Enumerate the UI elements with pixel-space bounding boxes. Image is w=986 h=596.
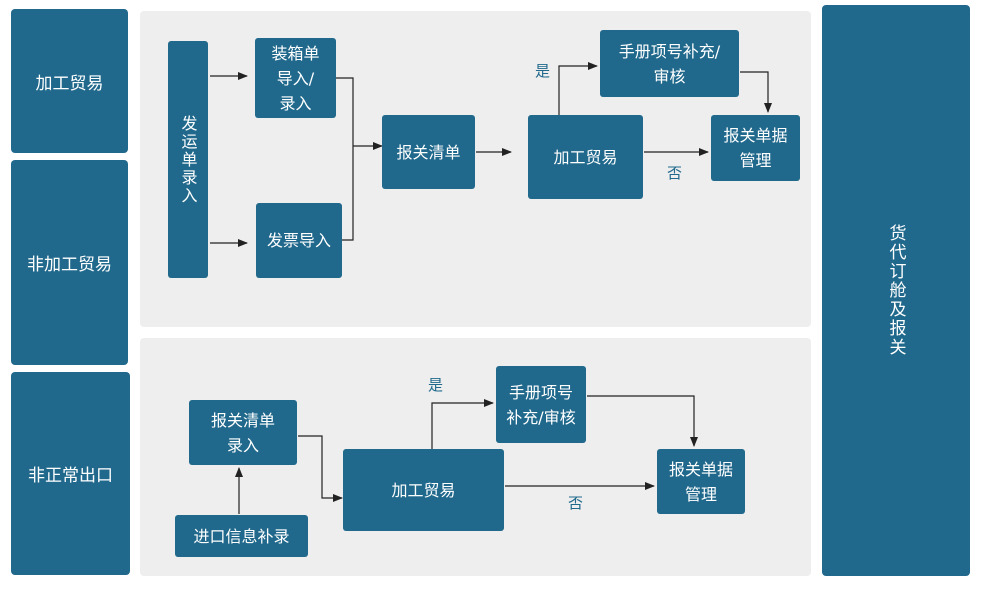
- left-label-text: 非加工贸易: [27, 255, 112, 275]
- left-label-text: 非正常出口: [28, 466, 113, 486]
- no-label: 否: [568, 494, 584, 512]
- customs-list-entry-node: 报关清单 录入: [189, 400, 297, 465]
- processing-trade-decision-node: 加工贸易: [343, 449, 504, 531]
- yes-label: 是: [428, 376, 444, 394]
- customs-list-node: 报关清单: [382, 115, 475, 189]
- customs-docs-management-node: 报关单据 管理: [711, 115, 800, 181]
- node-label: 发运单录入: [178, 114, 198, 205]
- left-label-text: 加工贸易: [35, 73, 104, 94]
- manual-item-supplement-node: 手册项号补充/ 审核: [600, 30, 739, 97]
- processing-trade-decision-node: 加工贸易: [528, 115, 643, 199]
- left-label-abnormal-export: 非正常出口: [11, 372, 130, 575]
- customs-docs-management-node: 报关单据 管理: [657, 449, 745, 514]
- import-info-supplement-node: 进口信息补录: [175, 515, 308, 557]
- left-label-non-processing-trade: 非加工贸易: [11, 160, 128, 365]
- left-label-processing-trade: 加工贸易: [11, 9, 128, 153]
- manual-item-supplement-node: 手册项号 补充/审核: [496, 366, 586, 443]
- yes-label: 是: [535, 62, 551, 80]
- dispatch-entry-node: 发运单录入: [168, 41, 208, 278]
- no-label: 否: [667, 164, 683, 182]
- right-label-text: 货代订舱及报关: [885, 224, 906, 357]
- invoice-import-node: 发票导入: [256, 203, 342, 278]
- packing-list-import-node: 装箱单 导入/ 录入: [255, 38, 336, 118]
- right-label-forwarding-customs: 货代订舱及报关: [822, 5, 970, 576]
